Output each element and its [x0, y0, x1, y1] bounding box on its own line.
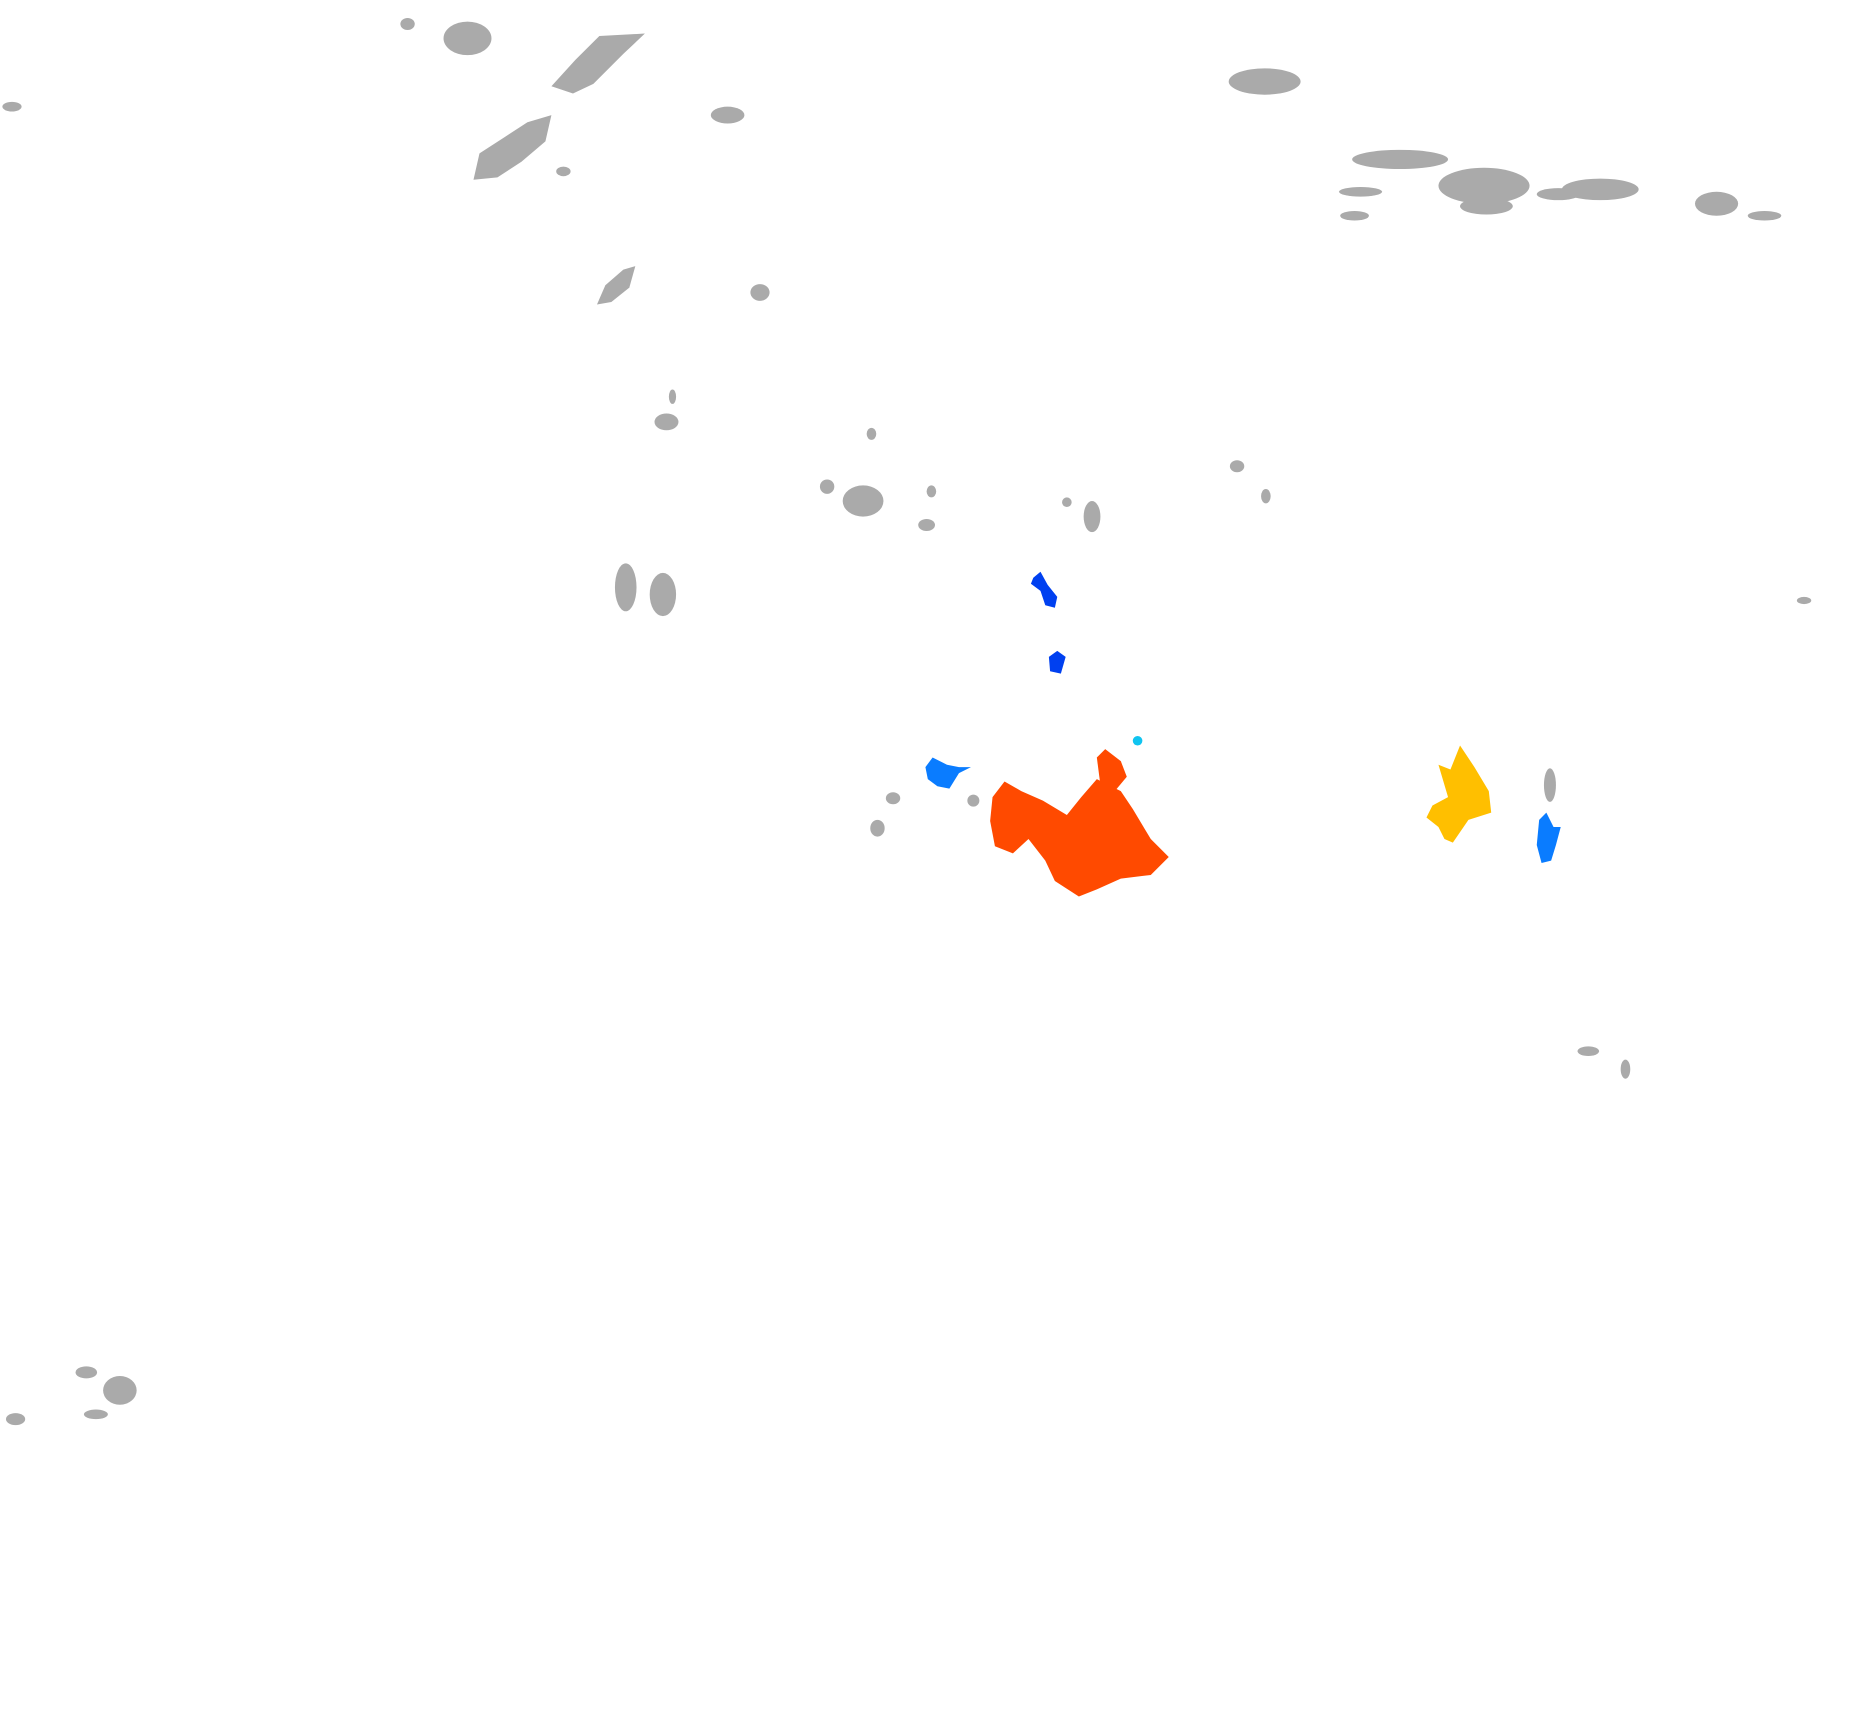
- island: [556, 166, 571, 177]
- island: [926, 485, 937, 498]
- island: [400, 17, 415, 30]
- island: [668, 389, 677, 404]
- island: [967, 794, 980, 807]
- island: [649, 572, 677, 617]
- island: [1694, 191, 1739, 216]
- island: [654, 413, 679, 431]
- island: [75, 1366, 98, 1379]
- island: [842, 485, 884, 517]
- island: [614, 563, 637, 612]
- island-highlight-blue: [1048, 650, 1066, 674]
- island: [1620, 1059, 1631, 1079]
- island: [1352, 149, 1449, 170]
- island: [710, 106, 745, 124]
- island: [1577, 1046, 1600, 1056]
- island: [1460, 197, 1513, 215]
- island: [918, 518, 935, 531]
- island: [1229, 460, 1245, 473]
- island: [1228, 68, 1301, 95]
- island: [1062, 497, 1072, 508]
- island: [870, 819, 885, 837]
- island-highlight-blue-mid: [1536, 812, 1561, 863]
- island: [885, 792, 901, 805]
- island: [1340, 210, 1369, 221]
- island-highlight-yellow: [1426, 745, 1492, 843]
- island: [5, 1413, 26, 1426]
- other-islands: [2, 17, 1812, 1426]
- island: [1796, 596, 1812, 605]
- island: [103, 1375, 137, 1405]
- island: [443, 21, 492, 56]
- island: [1261, 489, 1271, 504]
- island: [1083, 501, 1101, 533]
- island: [1536, 188, 1580, 201]
- island: [1338, 186, 1383, 197]
- island-highlight-red: [1096, 749, 1127, 792]
- island: [2, 101, 22, 112]
- island: [866, 427, 877, 440]
- island: [1747, 210, 1782, 221]
- island: [473, 115, 552, 180]
- island-highlight-blue-mid: [925, 757, 971, 789]
- island: [819, 479, 835, 494]
- highlighted-islands: [925, 571, 1561, 897]
- island-highlight-blue: [1030, 571, 1058, 608]
- island: [551, 33, 645, 94]
- island: [750, 284, 770, 301]
- island: [1543, 768, 1556, 802]
- island: [596, 266, 636, 305]
- island-highlight-red: [990, 779, 1169, 897]
- island: [1561, 178, 1639, 201]
- island: [83, 1409, 108, 1420]
- island-highlight-cyan: [1132, 735, 1143, 746]
- island: [1438, 167, 1530, 204]
